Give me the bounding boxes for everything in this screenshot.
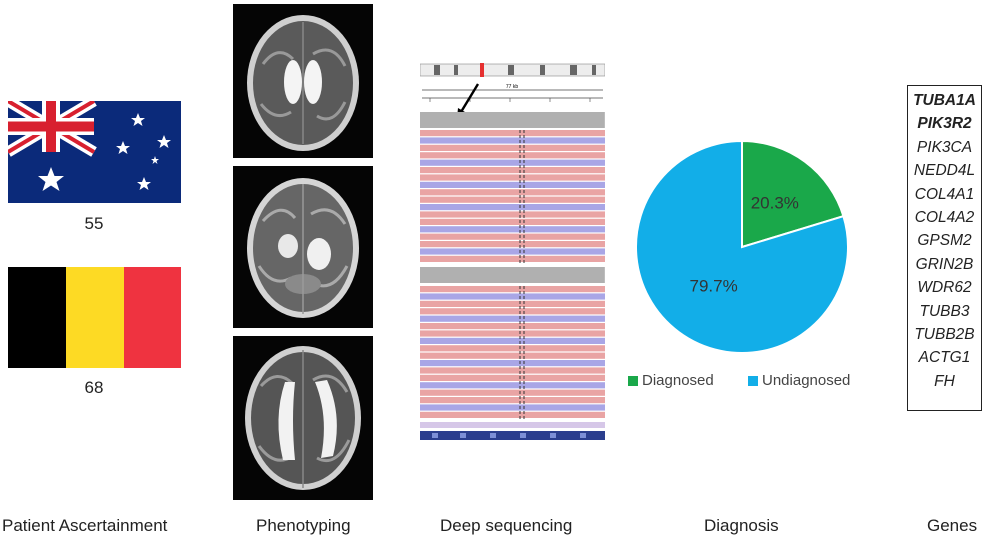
gene-item: PIK3CA: [916, 138, 973, 156]
gene-item: ACTG1: [918, 349, 971, 367]
sequencing-viewer: 77 kb: [420, 60, 605, 443]
australia-flag: [8, 101, 181, 203]
legend-diagnosed-label: Diagnosed: [642, 372, 714, 389]
gene-item: COL4A2: [914, 208, 975, 226]
genes-caption: Genes: [927, 516, 978, 535]
mri-scan-3: [233, 336, 373, 500]
deep-sequencing-caption: Deep sequencing: [440, 516, 573, 535]
gene-item: PIK3R2: [917, 115, 972, 133]
pie-label-undiagnosed: 79.7%: [689, 276, 737, 295]
pie-slice-diagnosed: [741, 140, 845, 249]
gene-item: TUBB2B: [914, 325, 975, 343]
legend-undiagnosed-label: Undiagnosed: [762, 372, 851, 389]
gene-item: TUBB3: [919, 302, 970, 320]
gene-item: NEDD4L: [913, 162, 976, 180]
belgium-count: 68: [84, 378, 104, 397]
pie-label-diagnosed: 20.3%: [751, 194, 799, 213]
mri-scan-1: [233, 4, 373, 158]
gene-item: GPSM2: [917, 232, 972, 250]
mri-scan-2: [233, 166, 373, 328]
phenotyping-caption: Phenotyping: [256, 516, 351, 535]
gene-item: FH: [934, 372, 955, 390]
gene-item: TUBA1A: [913, 92, 976, 109]
gene-item: COL4A1: [914, 185, 975, 203]
australia-count: 55: [84, 214, 104, 233]
gene-item: WDR62: [917, 279, 972, 297]
scale-label: 77 kb: [506, 84, 518, 90]
pie-slice-undiagnosed: [635, 140, 849, 354]
gene-item: GRIN2B: [915, 255, 974, 273]
diagnosis-pie-chart: 20.3% 79.7%: [635, 140, 849, 354]
belgium-flag: [8, 267, 181, 368]
legend-diagnosed-swatch: [628, 376, 638, 386]
diagnosis-caption: Diagnosis: [704, 516, 779, 535]
patient-ascertainment-caption: Patient Ascertainment: [2, 516, 168, 535]
legend-undiagnosed-swatch: [748, 376, 758, 386]
